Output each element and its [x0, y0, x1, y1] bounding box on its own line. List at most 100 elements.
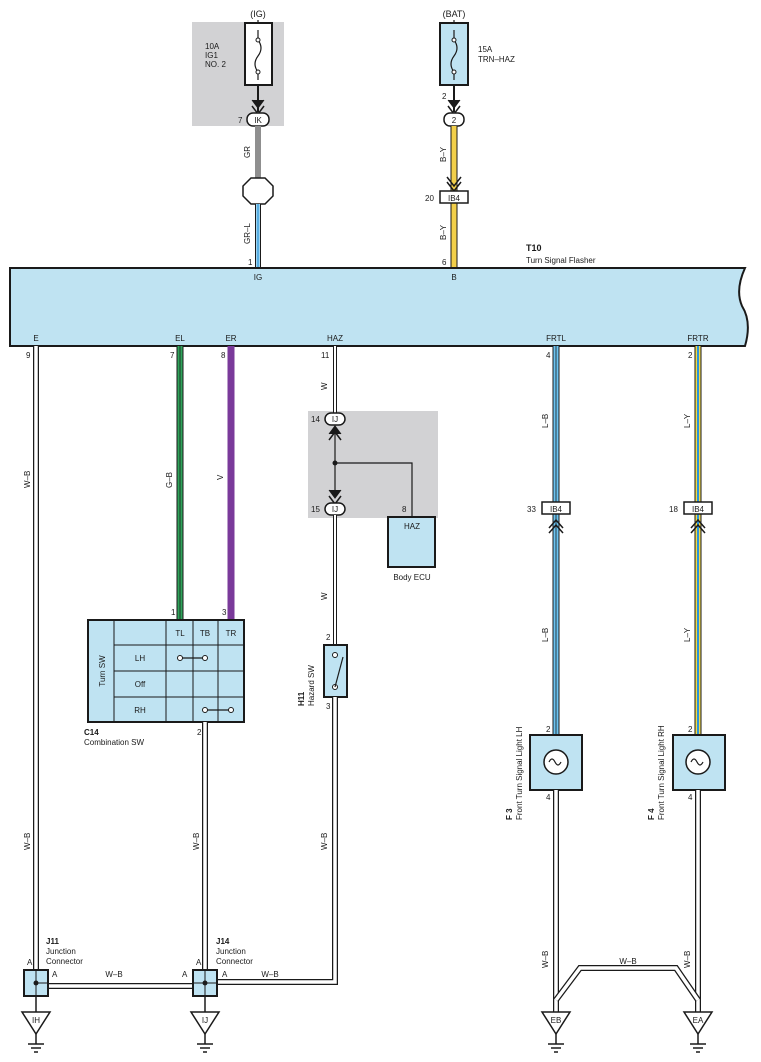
svg-text:2: 2	[546, 725, 551, 734]
svg-text:A: A	[52, 970, 58, 979]
ib4-connector-top	[439, 190, 469, 204]
svg-text:2: 2	[452, 116, 457, 125]
front-turn-light-rh-code: F 4	[647, 808, 656, 820]
svg-text:11: 11	[321, 351, 330, 360]
svg-text:IB4: IB4	[692, 505, 705, 514]
svg-text:L–B: L–B	[541, 414, 550, 428]
svg-text:IB4: IB4	[448, 194, 461, 203]
flasher-code: T10	[526, 243, 542, 253]
turn-sw-label: Turn SW	[98, 655, 107, 687]
svg-text:Connector: Connector	[216, 957, 253, 966]
svg-text:L–Y: L–Y	[683, 413, 692, 428]
svg-text:G–B: G–B	[165, 472, 174, 488]
svg-text:15: 15	[311, 505, 320, 514]
chevron-up-icon	[548, 518, 564, 529]
svg-text:33: 33	[527, 505, 536, 514]
svg-text:FRTR: FRTR	[687, 334, 708, 343]
svg-text:Connector: Connector	[46, 957, 83, 966]
svg-text:IK: IK	[254, 116, 262, 125]
svg-text:L–Y: L–Y	[683, 627, 692, 642]
svg-text:GR–L: GR–L	[243, 223, 252, 244]
svg-text:A: A	[27, 958, 33, 967]
svg-text:FRTL: FRTL	[546, 334, 566, 343]
svg-text:W: W	[320, 382, 329, 390]
svg-text:7: 7	[238, 116, 243, 125]
svg-text:IB4: IB4	[550, 505, 563, 514]
svg-text:2: 2	[688, 351, 693, 360]
svg-text:W–B: W–B	[541, 951, 550, 968]
ig-source-label: (IG)	[250, 9, 266, 19]
fuse-icon	[450, 30, 458, 80]
svg-text:3: 3	[326, 702, 331, 711]
svg-text:W–B: W–B	[619, 957, 636, 966]
svg-text:W–B: W–B	[683, 951, 692, 968]
svg-text:HAZ: HAZ	[404, 522, 420, 531]
front-turn-light-lh-code: F 3	[505, 808, 514, 820]
svg-text:TL: TL	[175, 629, 185, 638]
svg-text:8: 8	[402, 505, 407, 514]
bat-source-label: (BAT)	[443, 9, 466, 19]
svg-text:W–B: W–B	[23, 833, 32, 850]
svg-text:1: 1	[248, 258, 253, 267]
ground-ea	[682, 1011, 714, 1036]
ground-ij	[189, 1011, 221, 1036]
svg-text:RH: RH	[134, 706, 146, 715]
svg-text:L–B: L–B	[541, 628, 550, 642]
flasher-name: Turn Signal Flasher	[526, 256, 596, 265]
svg-text:2: 2	[326, 633, 331, 642]
svg-text:4: 4	[546, 351, 551, 360]
svg-text:ER: ER	[225, 334, 236, 343]
svg-text:GR: GR	[243, 146, 252, 158]
svg-text:IJ: IJ	[202, 1016, 208, 1025]
front-turn-light-rh-name: Front Turn Signal Light RH	[657, 725, 666, 820]
svg-text:LH: LH	[135, 654, 145, 663]
svg-text:3: 3	[222, 608, 227, 617]
svg-text:Junction: Junction	[46, 947, 76, 956]
arrow-icon	[447, 99, 461, 109]
svg-text:B–Y: B–Y	[439, 224, 448, 240]
svg-text:Junction: Junction	[216, 947, 246, 956]
ib4-connector-18	[683, 501, 713, 515]
svg-text:IJ: IJ	[332, 415, 338, 424]
combination-switch-code: C14	[84, 728, 99, 737]
svg-text:V: V	[216, 474, 225, 480]
ij-connector-14	[324, 412, 346, 426]
svg-text:9: 9	[26, 351, 31, 360]
arrow-icon	[328, 489, 342, 499]
j14-code: J14	[216, 937, 230, 946]
svg-text:E: E	[33, 334, 38, 343]
svg-text:B: B	[451, 273, 456, 282]
j11-code: J11	[46, 937, 59, 946]
svg-text:A: A	[196, 958, 202, 967]
splice-octagon	[242, 177, 274, 205]
svg-text:14: 14	[311, 415, 320, 424]
svg-text:2: 2	[442, 92, 447, 101]
svg-text:IG: IG	[254, 273, 262, 282]
ig-fuse-amp: 10A	[205, 42, 220, 51]
ij-junction-area	[308, 411, 438, 518]
ground-eb	[540, 1011, 572, 1036]
svg-text:Off: Off	[135, 680, 146, 689]
switch-icon	[334, 656, 344, 688]
svg-text:4: 4	[546, 793, 551, 802]
svg-text:W–B: W–B	[23, 471, 32, 488]
hazard-switch-name: Hazard SW	[307, 665, 316, 706]
svg-text:7: 7	[170, 351, 175, 360]
svg-text:A: A	[222, 970, 228, 979]
combination-switch-name: Combination SW	[84, 738, 144, 747]
body-ecu-label: Body ECU	[393, 573, 431, 582]
svg-text:TR: TR	[226, 629, 237, 638]
bat-fuse-name: TRN–HAZ	[478, 55, 515, 64]
bulb-icon	[685, 749, 711, 775]
hazard-switch-code: H11	[297, 691, 306, 706]
svg-text:TB: TB	[200, 629, 210, 638]
chevron-up-icon	[690, 518, 706, 529]
svg-text:4: 4	[688, 793, 693, 802]
svg-text:6: 6	[442, 258, 447, 267]
svg-text:20: 20	[425, 194, 434, 203]
svg-text:IJ: IJ	[332, 505, 338, 514]
front-turn-light-lh-name: Front Turn Signal Light LH	[515, 726, 524, 820]
svg-text:W: W	[320, 592, 329, 600]
svg-text:EL: EL	[175, 334, 185, 343]
